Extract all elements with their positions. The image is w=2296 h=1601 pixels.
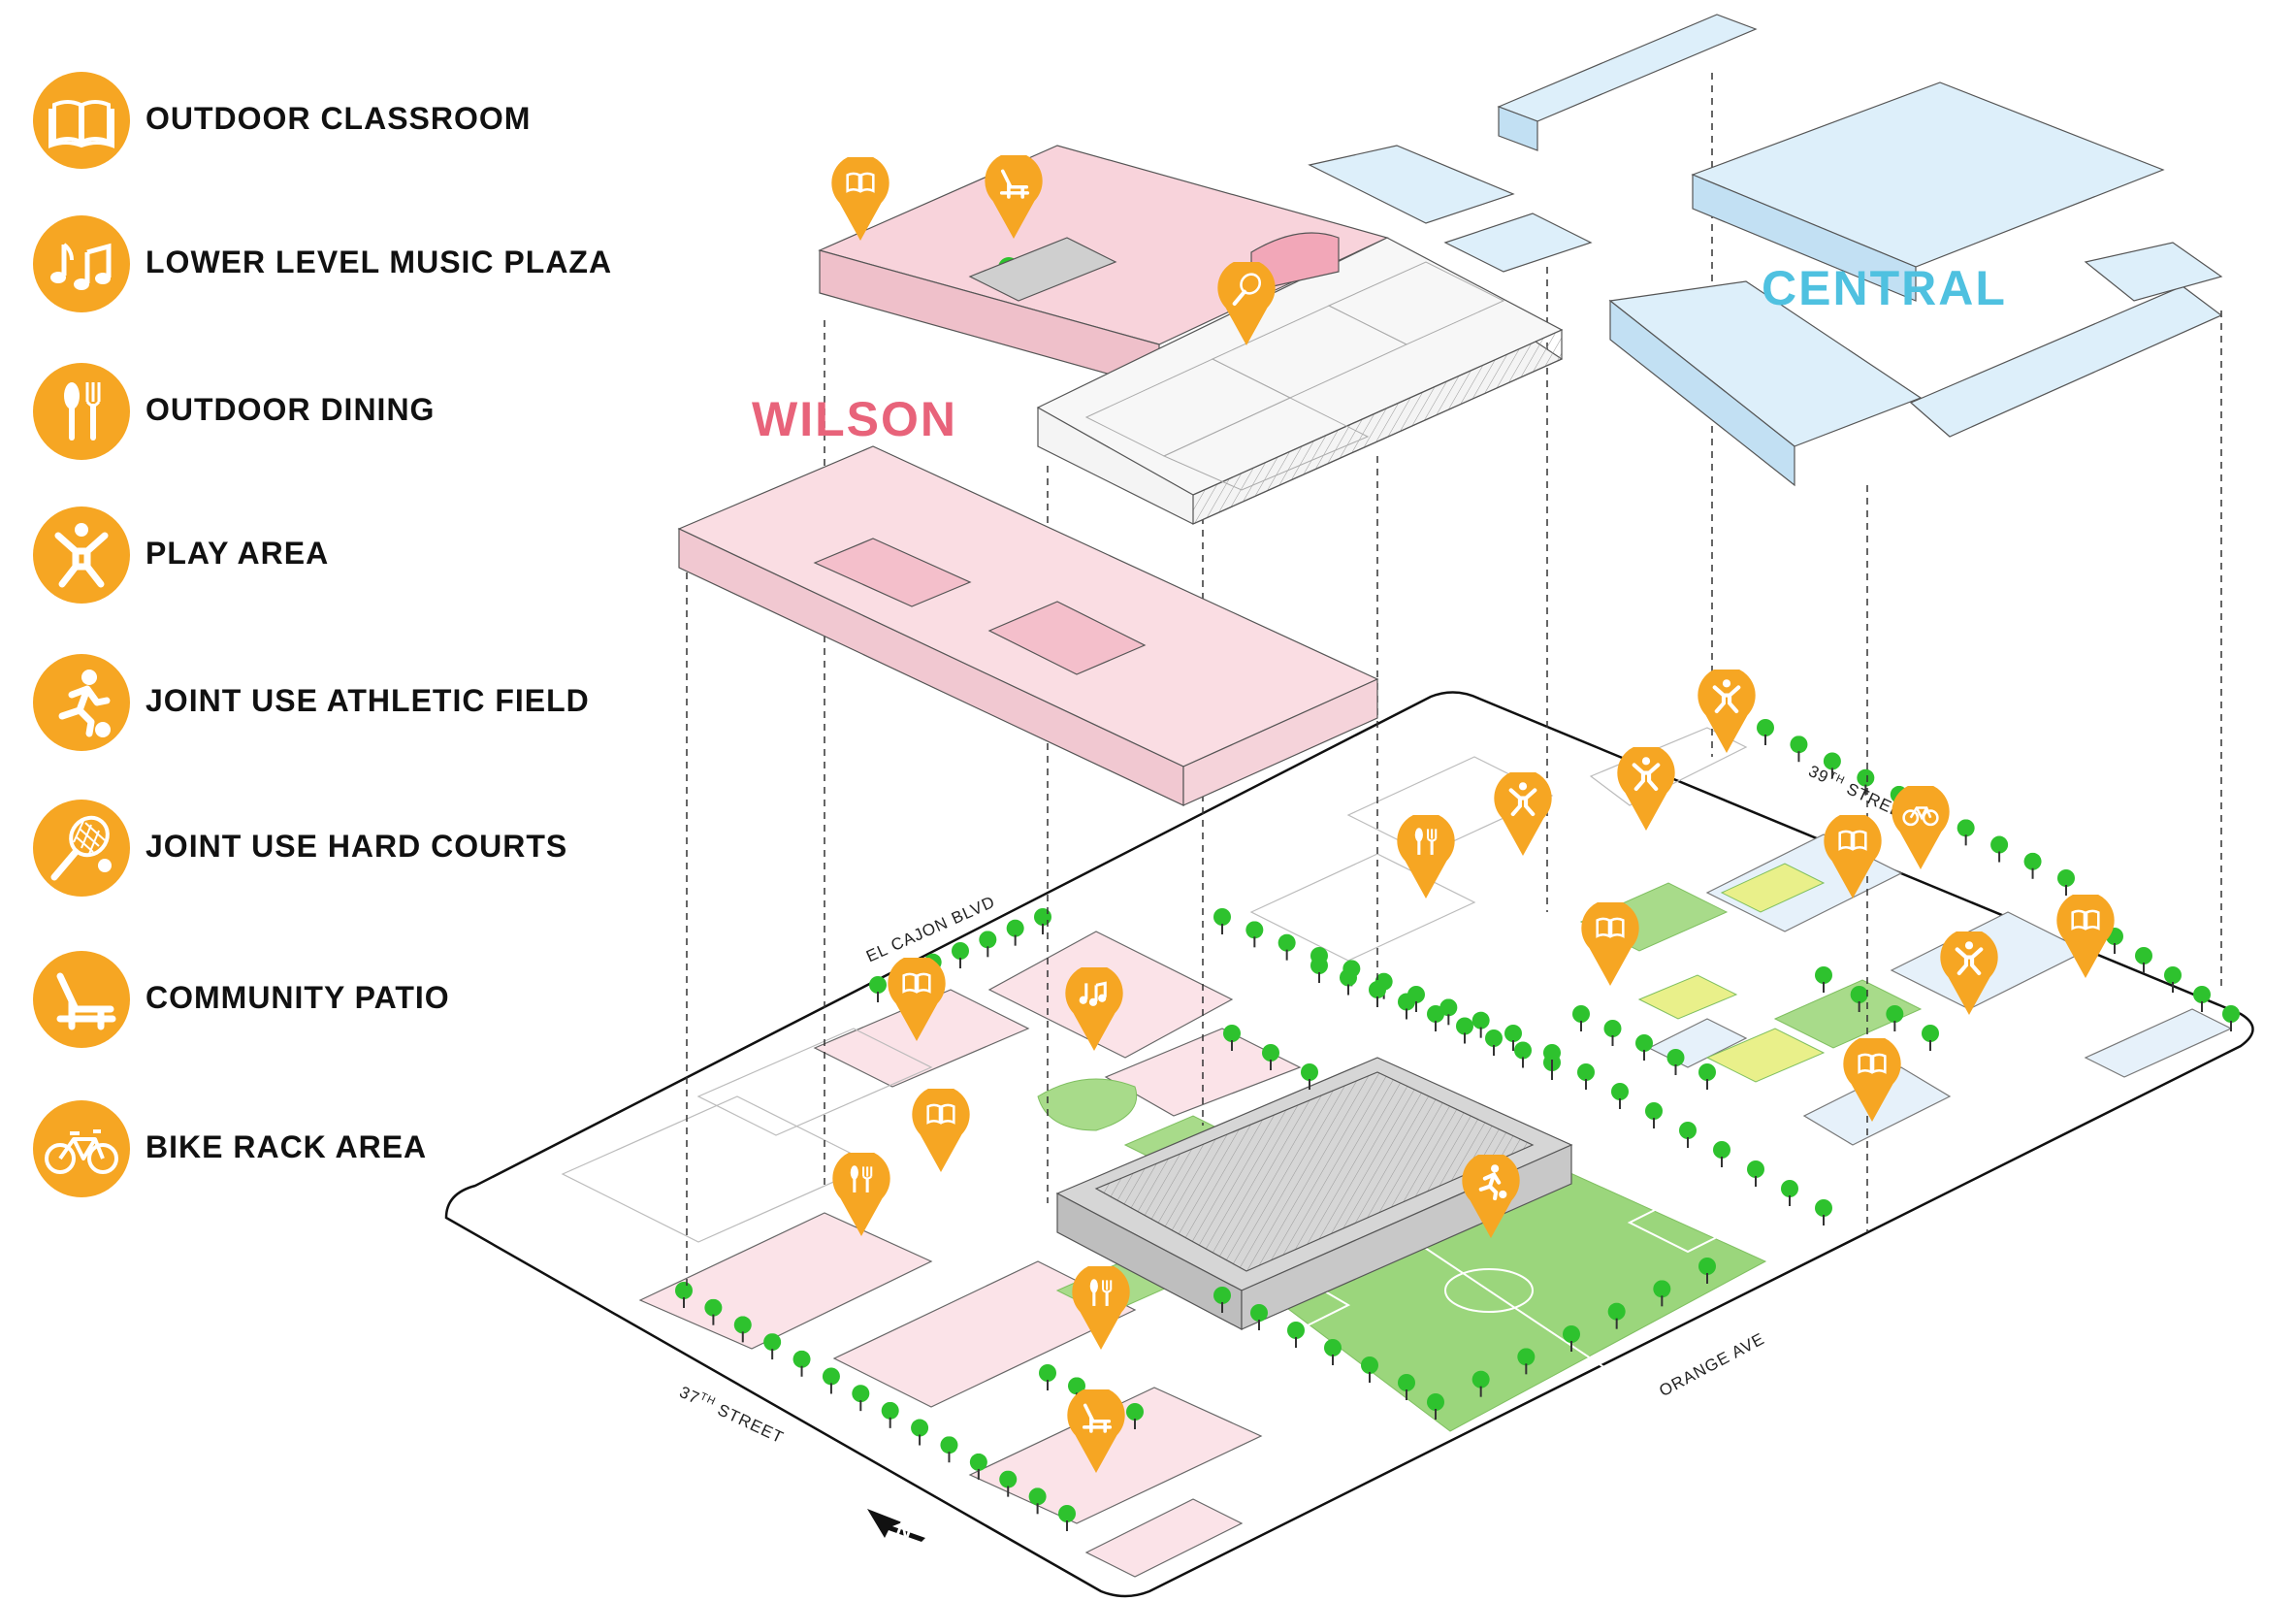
tree [1757, 719, 1774, 745]
bicycle-icon [1892, 782, 1950, 869]
legend-item-outdoor-dining: OUTDOOR DINING [33, 363, 634, 460]
lounge-chair-icon [1067, 1386, 1125, 1473]
legend-label: OUTDOOR DINING [146, 392, 436, 427]
legend-item-athletic-field: JOINT USE ATHLETIC FIELD [33, 654, 634, 751]
soccer-player-map-pin [1462, 1151, 1520, 1240]
tree [2023, 852, 2042, 879]
soccer-player-icon [1462, 1151, 1520, 1238]
legend-item-community-patio: COMMUNITY PATIO [33, 951, 634, 1048]
wilson-campus-label: WILSON [752, 392, 957, 446]
fork-spoon-icon [33, 363, 130, 460]
legend-label: JOINT USE HARD COURTS [146, 829, 568, 864]
legend-item-music-plaza: LOWER LEVEL MUSIC PLAZA [33, 215, 634, 312]
hard-court-lines [1084, 261, 1505, 491]
legend-label: JOINT USE ATHLETIC FIELD [146, 683, 590, 718]
book-icon [1581, 899, 1639, 986]
music-note-icon [1065, 964, 1123, 1051]
fork-spoon-map-pin [1072, 1262, 1130, 1352]
fork-spoon-icon [832, 1149, 890, 1236]
legend-label: COMMUNITY PATIO [146, 980, 450, 1015]
fork-spoon-map-pin [832, 1149, 890, 1238]
person-jumping-icon [33, 506, 130, 604]
book-icon [888, 954, 946, 1041]
book-map-pin [831, 153, 889, 243]
person-jumping-icon [1494, 768, 1552, 856]
tree [1790, 735, 1808, 763]
book-icon [1824, 811, 1882, 899]
book-map-pin [888, 954, 946, 1043]
book-map-pin [912, 1085, 970, 1174]
tree [1990, 835, 2009, 863]
legend-item-bike-rack: BIKE RACK AREA [33, 1100, 634, 1197]
legend-label: OUTDOOR CLASSROOM [146, 101, 532, 136]
north-arrow-icon [867, 1509, 925, 1542]
book-map-pin [1824, 811, 1882, 900]
person-jumping-icon [1617, 743, 1675, 831]
bicycle-icon [33, 1100, 130, 1197]
wilson-upper-building [818, 145, 1564, 525]
legend-item-hard-courts: JOINT USE HARD COURTS [33, 800, 634, 897]
person-jumping-icon [1940, 928, 1998, 1015]
book-icon [912, 1085, 970, 1172]
lounge-chair-map-pin [1067, 1386, 1125, 1475]
tennis-racket-icon [33, 800, 130, 897]
legend-label: PLAY AREA [146, 536, 330, 571]
tennis-racket-map-pin [1217, 258, 1276, 347]
central-campus-label: CENTRAL [1762, 261, 2007, 315]
music-note-map-pin [1065, 964, 1123, 1053]
lounge-chair-icon [33, 951, 130, 1048]
tennis-racket-icon [1217, 258, 1276, 345]
book-icon [831, 153, 889, 241]
fork-spoon-map-pin [1397, 811, 1455, 900]
wilson-ground-buildings [638, 931, 1302, 1578]
legend-label: LOWER LEVEL MUSIC PLAZA [146, 245, 613, 279]
bicycle-map-pin [1892, 782, 1950, 871]
person-jumping-icon [1698, 666, 1756, 753]
book-icon [2056, 891, 2115, 978]
tree [2057, 869, 2075, 896]
legend-item-outdoor-classroom: OUTDOOR CLASSROOM [33, 72, 634, 169]
wilson-lower-building [677, 445, 1379, 806]
book-icon [1843, 1034, 1901, 1122]
person-jumping-map-pin [1617, 743, 1675, 833]
north-arrow: N [863, 1499, 931, 1548]
legend-label: BIKE RACK AREA [146, 1129, 428, 1164]
book-map-pin [2056, 891, 2115, 980]
book-map-pin [1581, 899, 1639, 988]
tree [1956, 819, 1975, 846]
person-jumping-map-pin [1698, 666, 1756, 755]
legend-item-play-area: PLAY AREA [33, 506, 634, 604]
central-buildings [1308, 14, 2223, 487]
book-icon [33, 72, 130, 169]
fork-spoon-icon [1072, 1262, 1130, 1350]
book-map-pin [1843, 1034, 1901, 1124]
person-jumping-map-pin [1940, 928, 1998, 1017]
soccer-player-icon [33, 654, 130, 751]
fork-spoon-icon [1397, 811, 1455, 899]
music-note-icon [33, 215, 130, 312]
lounge-chair-icon [985, 151, 1043, 239]
tree [2135, 947, 2152, 973]
person-jumping-map-pin [1494, 768, 1552, 858]
lounge-chair-map-pin [985, 151, 1043, 241]
